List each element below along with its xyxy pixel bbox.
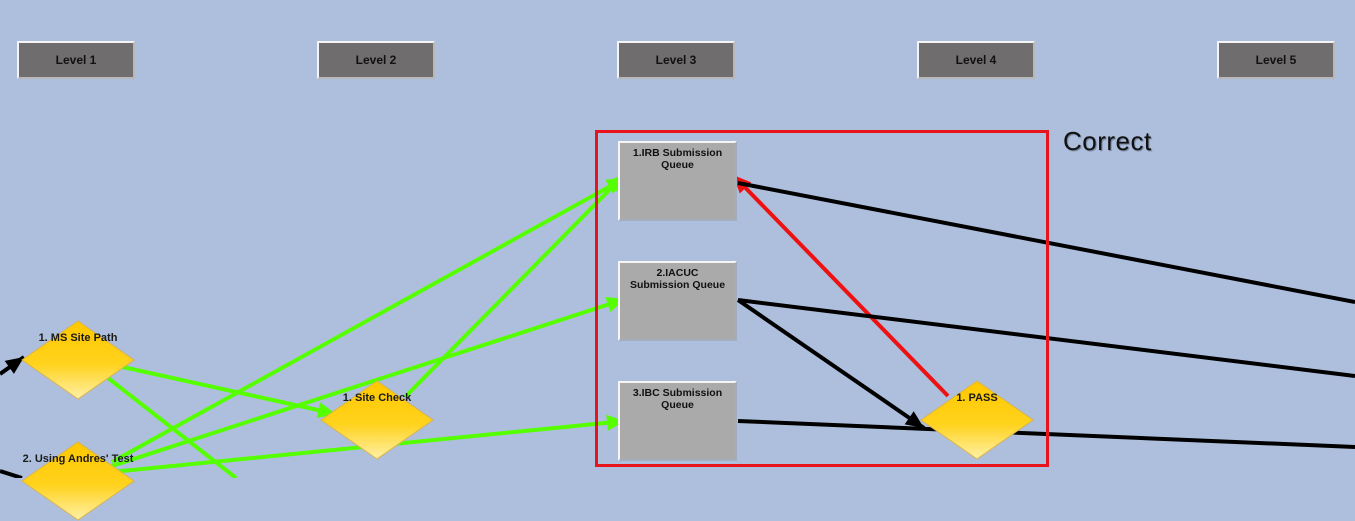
level-1-header[interactable]: Level 1: [17, 41, 135, 79]
andres-test-to-ibc-connector-arrowhead: [606, 414, 625, 431]
incoming-ms-path-connector-arrowhead: [4, 357, 25, 374]
level-3-header[interactable]: Level 3: [617, 41, 735, 79]
level-5-header[interactable]: Level 5: [1217, 41, 1335, 79]
ms-path-to-site-check-connector[interactable]: [117, 364, 337, 416]
ms-site-path-label: 1. MS Site Path: [38, 332, 118, 344]
andres-test-to-iacuc-connector[interactable]: [111, 297, 626, 468]
level-2-header[interactable]: Level 2: [317, 41, 435, 79]
ibc-submission-queue[interactable]: 3.IBC Submission Queue: [618, 381, 737, 461]
site-check-node[interactable]: 1. Site Check: [319, 380, 435, 460]
site-check-label: 1. Site Check: [342, 392, 412, 404]
diamond-shape-icon: [21, 320, 135, 400]
ms-site-path-node[interactable]: 1. MS Site Path: [20, 320, 136, 400]
andres-test-to-irb-connector[interactable]: [111, 176, 626, 464]
pass-label: 1. PASS: [956, 392, 998, 404]
pass-to-irb-connector[interactable]: [731, 173, 950, 398]
correct-annotation: Correct: [1063, 126, 1152, 156]
selection-highlight-box: [595, 130, 1049, 467]
incoming-andres-test-connector[interactable]: [0, 469, 23, 478]
using-andres-test-label: 2. Using Andres' Test: [22, 453, 134, 465]
site-check-to-irb-connector[interactable]: [403, 172, 627, 399]
level-4-header[interactable]: Level 4: [917, 41, 1035, 79]
using-andres-test-node[interactable]: 2. Using Andres' Test: [20, 441, 136, 521]
diamond-shape-icon: [320, 380, 434, 460]
iacuc-to-pass-connector[interactable]: [736, 298, 926, 430]
irb-submission-queue[interactable]: 1.IRB Submission Queue: [618, 141, 737, 221]
iacuc-submission-queue[interactable]: 2.IACUC Submission Queue: [618, 261, 737, 341]
pass-node[interactable]: 1. PASS: [919, 380, 1035, 460]
diamond-shape-icon: [920, 380, 1034, 460]
iacuc-to-pass-connector-arrowhead: [904, 411, 924, 428]
